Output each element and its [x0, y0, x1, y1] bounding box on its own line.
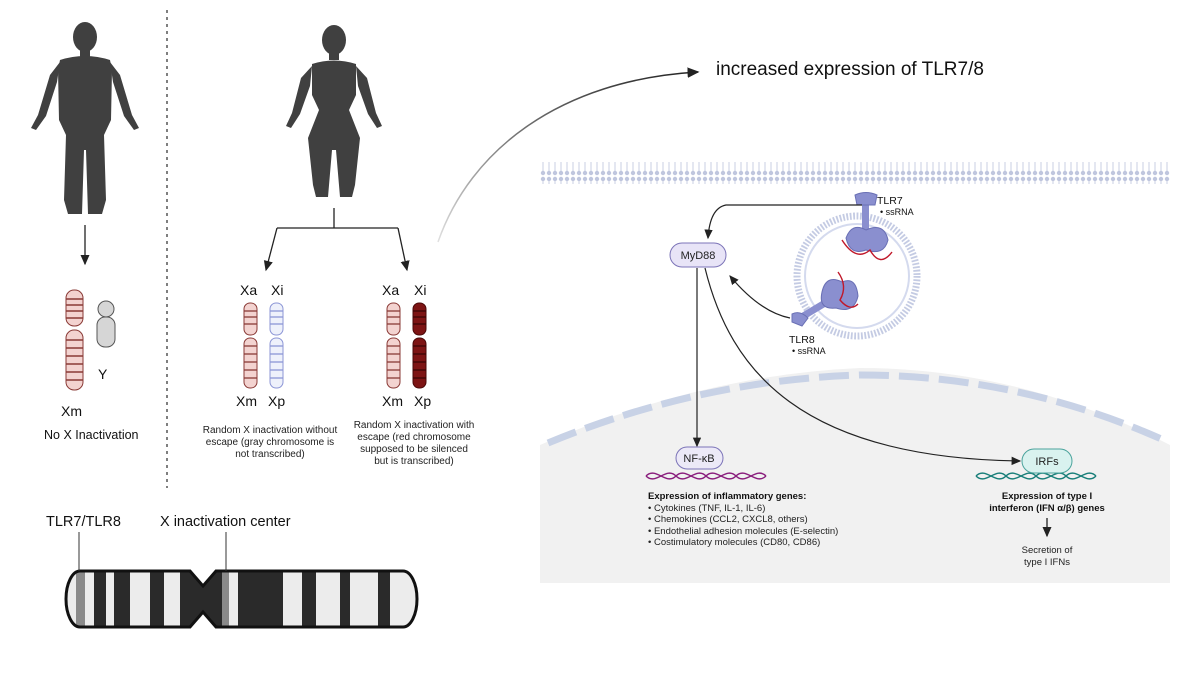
ifn-secretion: Secretion of type I IFNs [997, 545, 1097, 568]
xm-label-male: Xm [61, 403, 82, 419]
tlr8-to-myd88-arrow [729, 275, 791, 319]
secretion-line1: Secretion of [1021, 545, 1073, 556]
type-i-ifn-genes: Expression of type I interferon (IFN α/β… [972, 491, 1122, 514]
tlr7-label: TLR7 [877, 195, 903, 207]
no-escape-caption: Random X inactivation without escape (gr… [202, 425, 338, 460]
list-item: • Endothelial adhesion molecules (E-sele… [648, 525, 839, 537]
ifn-heading-line2: interferon (IFN α/β) genes [989, 502, 1105, 514]
y-label: Y [98, 366, 108, 382]
female-branch [263, 208, 410, 272]
xa-chromosome-escape [386, 302, 401, 389]
inflammatory-genes-heading: Expression of inflammatory genes: [648, 491, 807, 502]
xi-chromosome-gray [269, 302, 284, 389]
nfkb-node [675, 446, 724, 470]
list-item: • Chemokines (CCL2, CXCL8, others) [648, 514, 808, 525]
tlr8-receptor [791, 271, 859, 327]
irfs-label: IRFs [1035, 456, 1059, 468]
female-silhouette [286, 25, 382, 197]
male-x-chromosome [65, 289, 84, 391]
inflammatory-genes-list: Expression of inflammatory genes: • Cyto… [648, 491, 838, 549]
tlr7-to-myd88-arrow [704, 204, 862, 240]
male-silhouette [31, 22, 139, 214]
xi-label-no-escape: Xi [271, 282, 284, 298]
xi-chromosome-escape-red [412, 302, 427, 389]
nfkb-label: NF-κB [683, 453, 714, 465]
myd88-label: MyD88 [681, 250, 716, 262]
xp-label-no-escape: Xp [268, 393, 286, 409]
y-chromosome [96, 300, 116, 348]
x-chromosome-map [64, 569, 419, 629]
list-item: • Costimulatory molecules (CD80, CD86) [648, 537, 821, 548]
no-inactivation-caption: No X Inactivation [44, 428, 139, 442]
xp-label-escape: Xp [414, 393, 432, 409]
nfkb-dna [645, 472, 767, 480]
xa-label-escape: Xa [382, 282, 400, 298]
nuclear-envelope [546, 371, 1170, 447]
expression-title: increased expression of TLR7/8 [716, 59, 984, 80]
secretion-line2: type I IFNs [1024, 556, 1070, 568]
irfs-dna [975, 472, 1097, 480]
tlr7-receptor [841, 192, 893, 261]
tlr-map-label: TLR7/TLR8 [46, 514, 121, 530]
plasma-membrane [540, 162, 1170, 184]
myd88-node [669, 242, 727, 268]
irfs-node [1021, 448, 1073, 474]
tlr8-ligand: • ssRNA [792, 346, 826, 356]
xm-label-escape: Xm [382, 393, 403, 409]
tlr8-label: TLR8 [789, 334, 815, 346]
xic-map-label: X inactivation center [160, 514, 291, 530]
xm-label-no-escape: Xm [236, 393, 257, 409]
ifn-heading-line1: Expression of type I [1001, 491, 1093, 502]
myd88-to-irfs-arrow [704, 267, 1022, 466]
list-item: • Cytokines (TNF, IL-1, IL-6) [648, 502, 766, 514]
xi-label-escape: Xi [414, 282, 427, 298]
expression-arrow [437, 67, 700, 243]
xa-label-no-escape: Xa [240, 282, 258, 298]
tlr7-ligand: • ssRNA [880, 207, 914, 217]
escape-caption: Random X inactivation with escape (red c… [353, 420, 475, 467]
xa-chromosome-no-escape [243, 302, 258, 389]
